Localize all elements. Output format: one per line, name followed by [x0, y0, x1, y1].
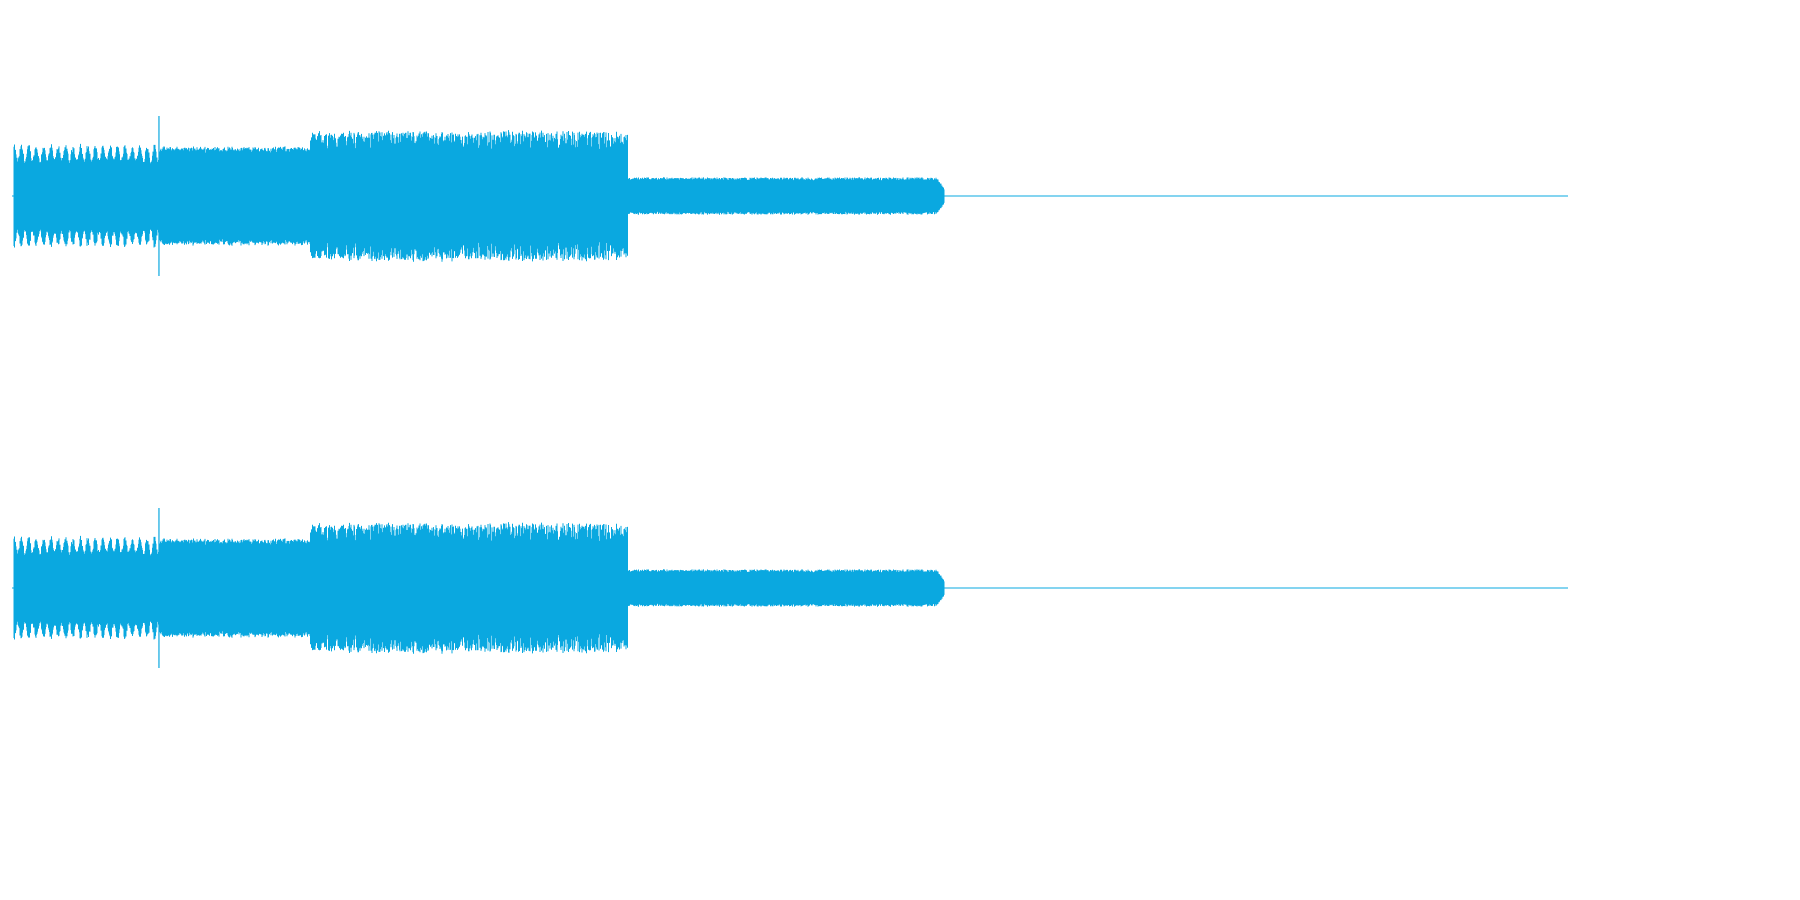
waveform-envelope [13, 130, 945, 262]
channel-2-waveform [12, 508, 1568, 668]
waveform-envelope [13, 522, 945, 654]
waveform-view [12, 116, 1568, 668]
channel-1-waveform [12, 116, 1568, 276]
